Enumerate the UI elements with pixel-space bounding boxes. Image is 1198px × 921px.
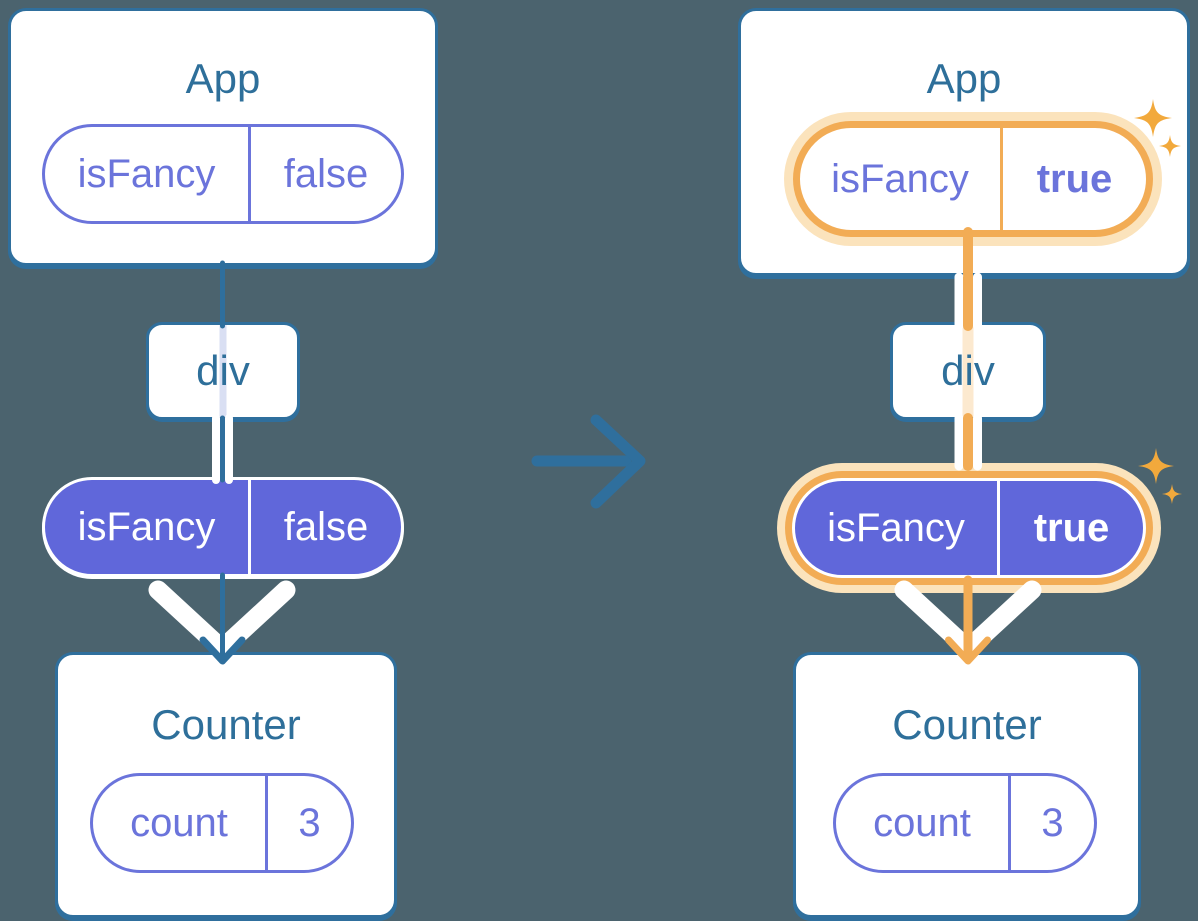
right-app-state-pill-highlighted: isFancy true bbox=[793, 121, 1153, 237]
prop-value: true bbox=[997, 481, 1143, 575]
sparkle-small-icon bbox=[1162, 484, 1182, 504]
left-app-title: App bbox=[185, 55, 261, 102]
prop-key: isFancy bbox=[77, 504, 216, 549]
state-key: isFancy bbox=[831, 156, 969, 201]
state-value: 3 bbox=[265, 776, 351, 870]
left-app-state-pill: isFancy false bbox=[42, 124, 404, 224]
left-div-label: div bbox=[196, 347, 250, 394]
left-app-card: App isFancy false bbox=[8, 8, 438, 266]
state-value: 3 bbox=[1008, 776, 1094, 870]
right-div-label: div bbox=[941, 347, 995, 394]
left-counter-card: Counter count 3 bbox=[55, 652, 397, 918]
right-counter-state-pill: count 3 bbox=[833, 773, 1097, 873]
right-app-card: App isFancy true bbox=[738, 8, 1190, 276]
arrow-right-icon bbox=[531, 414, 646, 509]
right-div-node: div bbox=[890, 322, 1046, 420]
left-div-pass-through-line bbox=[219, 325, 227, 417]
right-div-pass-through-line bbox=[962, 325, 974, 417]
sparkle-big-icon bbox=[1138, 448, 1174, 484]
left-prop-pill: isFancy false bbox=[42, 477, 404, 577]
state-value: false bbox=[248, 127, 401, 221]
left-counter-state-pill: count 3 bbox=[90, 773, 354, 873]
prop-key: isFancy bbox=[827, 505, 965, 550]
state-key: count bbox=[130, 800, 228, 845]
left-prop-arrow-chevron bbox=[148, 580, 296, 659]
right-prop-arrow-chevron bbox=[894, 580, 1042, 659]
left-counter-title: Counter bbox=[151, 701, 301, 748]
right-counter-title: Counter bbox=[892, 701, 1042, 748]
state-value: true bbox=[1000, 128, 1146, 230]
right-counter-card: Counter count 3 bbox=[793, 652, 1141, 918]
right-app-title: App bbox=[926, 55, 1002, 102]
left-div-node: div bbox=[146, 322, 300, 420]
state-key: isFancy bbox=[77, 151, 216, 196]
state-key: count bbox=[873, 800, 971, 845]
prop-value: false bbox=[248, 480, 401, 574]
right-prop-pill-highlighted: isFancy true bbox=[792, 478, 1146, 578]
right-connectors bbox=[894, 227, 1042, 665]
